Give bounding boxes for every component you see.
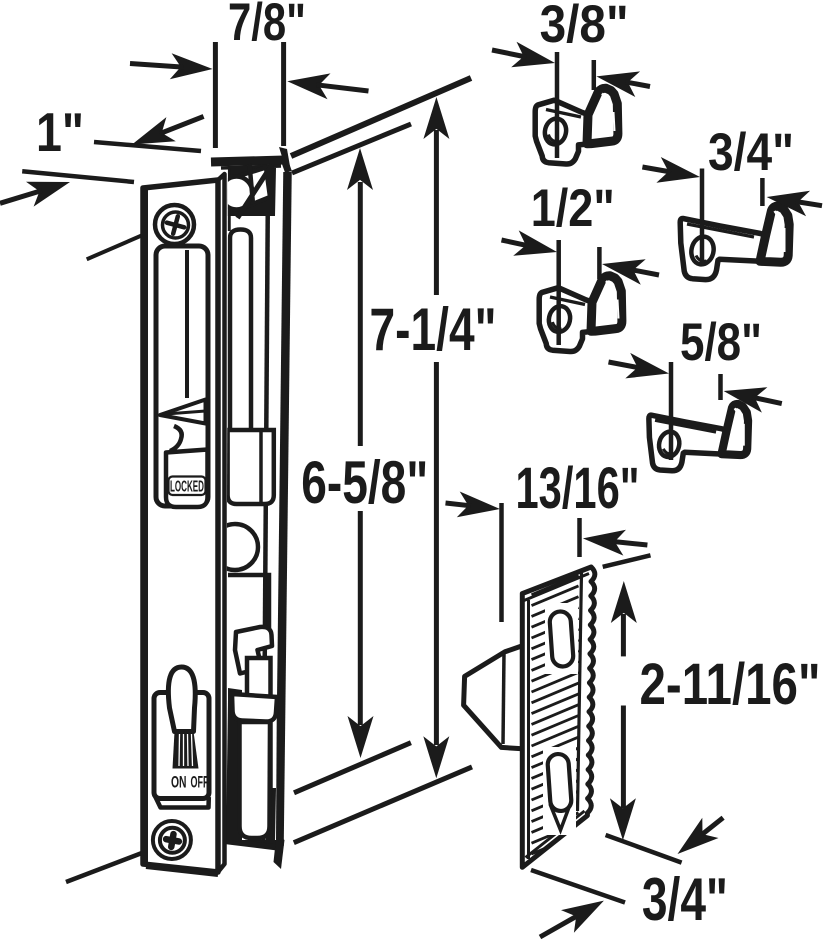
svg-text:7/8": 7/8" xyxy=(228,0,306,52)
svg-text:13/16": 13/16" xyxy=(516,456,640,521)
svg-text:1": 1" xyxy=(36,101,84,163)
svg-text:5/8": 5/8" xyxy=(680,313,762,372)
svg-text:7-1/4": 7-1/4" xyxy=(370,296,497,363)
svg-text:3/4": 3/4" xyxy=(642,866,728,933)
svg-text:6-5/8": 6-5/8" xyxy=(301,449,428,516)
svg-text:ON: ON xyxy=(171,773,187,792)
svg-text:3/8": 3/8" xyxy=(540,0,629,54)
svg-text:1/2": 1/2" xyxy=(531,179,615,238)
svg-text:OFF: OFF xyxy=(191,773,209,792)
svg-text:LOCKED: LOCKED xyxy=(170,479,204,496)
svg-text:3/4": 3/4" xyxy=(708,123,794,182)
svg-text:2-11/16": 2-11/16" xyxy=(640,652,821,717)
